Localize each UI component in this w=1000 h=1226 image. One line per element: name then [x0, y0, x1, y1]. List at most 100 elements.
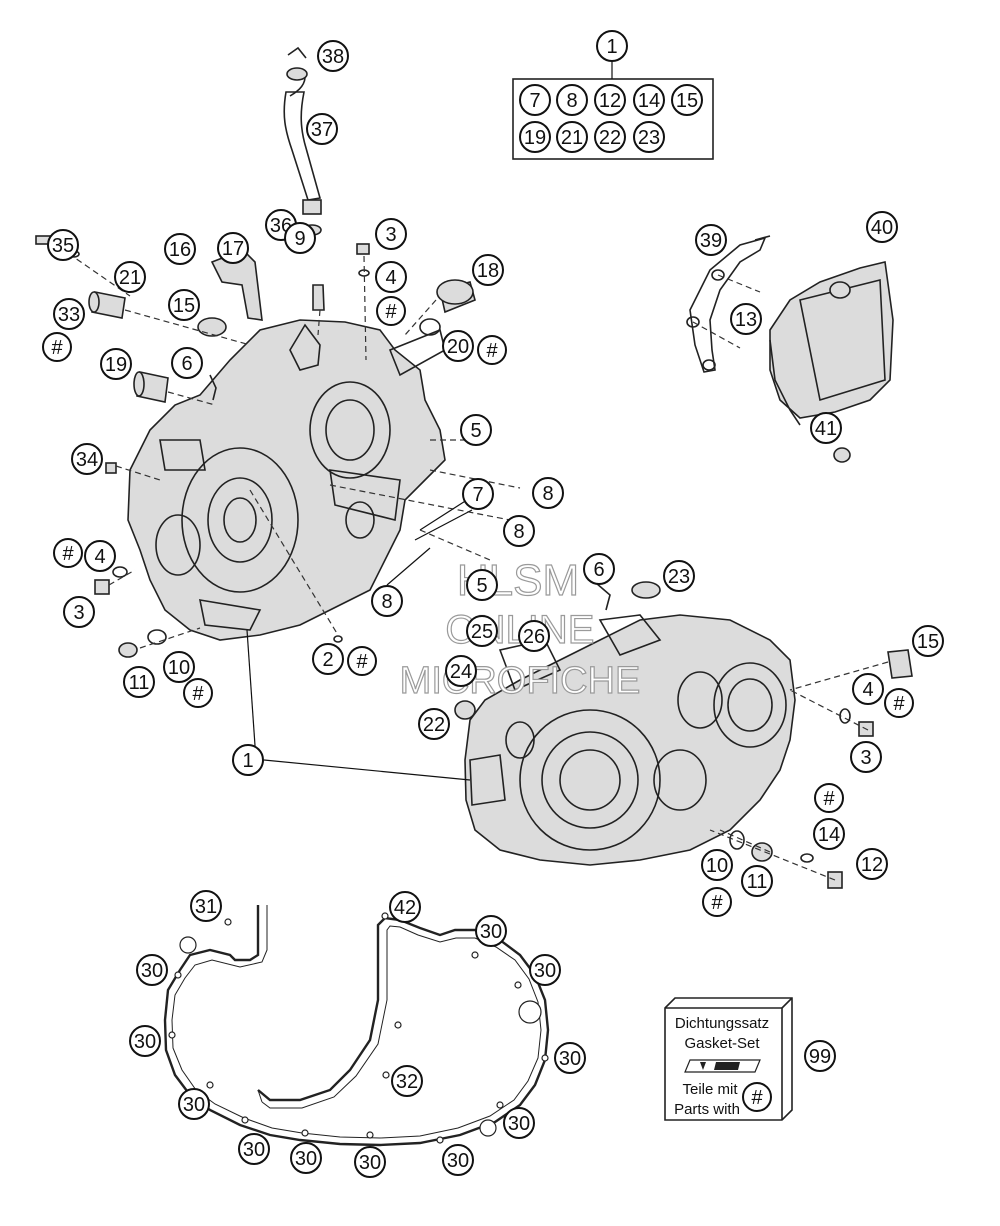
callout-11b: 11 [741, 865, 773, 897]
callout-21: 21 [114, 261, 146, 293]
callout-5b: 5 [466, 569, 498, 601]
svg-text:18: 18 [477, 260, 499, 282]
callout-3c: 3 [850, 741, 882, 773]
right-crankcase [464, 614, 796, 866]
svg-text:3: 3 [73, 602, 84, 624]
ktm-logo [684, 1059, 761, 1073]
callout-14: 14 [813, 818, 845, 850]
svg-text:7: 7 [472, 484, 483, 506]
svg-text:8: 8 [381, 591, 392, 613]
callout-15b: 15 [912, 625, 944, 657]
callout-hash-h: # [814, 783, 844, 813]
svg-text:11: 11 [129, 672, 150, 694]
kit-item-7: 22 [594, 121, 626, 153]
callout-37: 37 [306, 113, 338, 145]
callout-9: 9 [284, 222, 316, 254]
callout-1: 1 [232, 744, 264, 776]
callout-7: 7 [462, 478, 494, 510]
callout-19: 19 [100, 348, 132, 380]
svg-text:20: 20 [447, 336, 469, 358]
svg-text:#: # [486, 340, 498, 362]
callout-3a: 3 [375, 218, 407, 250]
callout-38: 38 [317, 40, 349, 72]
callout-5a: 5 [460, 414, 492, 446]
callout-3b: 3 [63, 596, 95, 628]
callout-17: 17 [217, 232, 249, 264]
svg-text:9: 9 [294, 228, 305, 250]
gasket-set-box: Dichtungssatz Gasket-Set Teile mit Parts… [664, 997, 836, 1121]
callout-11a: 11 [123, 666, 155, 698]
callout-30f: 30 [178, 1088, 210, 1120]
svg-text:35: 35 [52, 235, 74, 257]
svg-text:24: 24 [450, 661, 472, 683]
svg-text:4: 4 [385, 267, 396, 289]
callout-13: 13 [730, 303, 762, 335]
callout-40: 40 [866, 211, 898, 243]
callout-23: 23 [663, 560, 695, 592]
callout-4c: 4 [852, 673, 884, 705]
callout-4a: 4 [375, 261, 407, 293]
svg-text:14: 14 [638, 90, 660, 112]
callout-12: 12 [856, 848, 888, 880]
svg-text:19: 19 [524, 127, 546, 149]
callout-30i: 30 [290, 1142, 322, 1174]
svg-text:16: 16 [169, 239, 191, 261]
callout-41: 41 [810, 412, 842, 444]
svg-text:33: 33 [58, 304, 80, 326]
callout-hash-e: # [347, 646, 377, 676]
svg-text:30: 30 [359, 1152, 381, 1174]
callout-10b: 10 [701, 849, 733, 881]
callout-42: 42 [389, 891, 421, 923]
svg-text:10: 10 [168, 657, 190, 679]
gasket-set-line3: Teile mit [682, 1081, 738, 1098]
callout-15a: 15 [168, 289, 200, 321]
svg-text:7: 7 [529, 90, 540, 112]
svg-text:#: # [385, 301, 397, 323]
svg-text:4: 4 [862, 679, 873, 701]
svg-text:23: 23 [668, 566, 690, 588]
callout-30d: 30 [129, 1025, 161, 1057]
callouts: 38 37 36 35 16 17 9 3 4 # 18 21 33 # 15 … [42, 40, 944, 1178]
svg-text:1: 1 [242, 750, 253, 772]
svg-text:8: 8 [513, 521, 524, 543]
svg-text:13: 13 [735, 309, 757, 331]
svg-text:31: 31 [195, 896, 217, 918]
svg-text:2: 2 [322, 649, 333, 671]
right-loose-parts [454, 581, 913, 889]
svg-text:11: 11 [747, 871, 768, 893]
svg-text:38: 38 [322, 46, 344, 68]
callout-6b: 6 [583, 553, 615, 585]
svg-text:25: 25 [471, 621, 493, 643]
kit-item-1: 8 [556, 84, 588, 116]
svg-text:#: # [51, 337, 63, 359]
svg-text:39: 39 [700, 230, 722, 252]
gasket-set-line1: Dichtungssatz [675, 1015, 769, 1032]
svg-text:8: 8 [542, 483, 553, 505]
kit-item-4: 15 [671, 84, 703, 116]
callout-39: 39 [695, 224, 727, 256]
callout-18: 18 [472, 254, 504, 286]
callout-hash-i: # [702, 887, 732, 917]
callout-8b: 8 [503, 515, 535, 547]
right-assembly-lines [709, 661, 889, 881]
callout-hash-a: # [376, 296, 406, 326]
svg-text:4: 4 [94, 546, 105, 568]
svg-text:30: 30 [295, 1148, 317, 1170]
kit-box: 1 7 8 12 14 15 19 21 22 23 [512, 30, 714, 160]
callout-4b: 4 [84, 540, 116, 572]
kit-main-callout: 1 [596, 30, 628, 62]
svg-text:23: 23 [638, 127, 660, 149]
svg-text:41: 41 [815, 418, 837, 440]
svg-text:#: # [823, 788, 835, 810]
callout-30e: 30 [554, 1042, 586, 1074]
svg-text:32: 32 [396, 1071, 418, 1093]
gasket-set-line2: Gasket-Set [684, 1035, 760, 1052]
callout-30b: 30 [136, 954, 168, 986]
callout-2: 2 [312, 643, 344, 675]
svg-text:34: 34 [76, 449, 98, 471]
callout-31: 31 [190, 890, 222, 922]
svg-text:3: 3 [860, 747, 871, 769]
ignition-cover-group [686, 235, 894, 463]
kit-item-5: 19 [519, 121, 551, 153]
gasket-set-line4: Parts with [674, 1101, 740, 1118]
